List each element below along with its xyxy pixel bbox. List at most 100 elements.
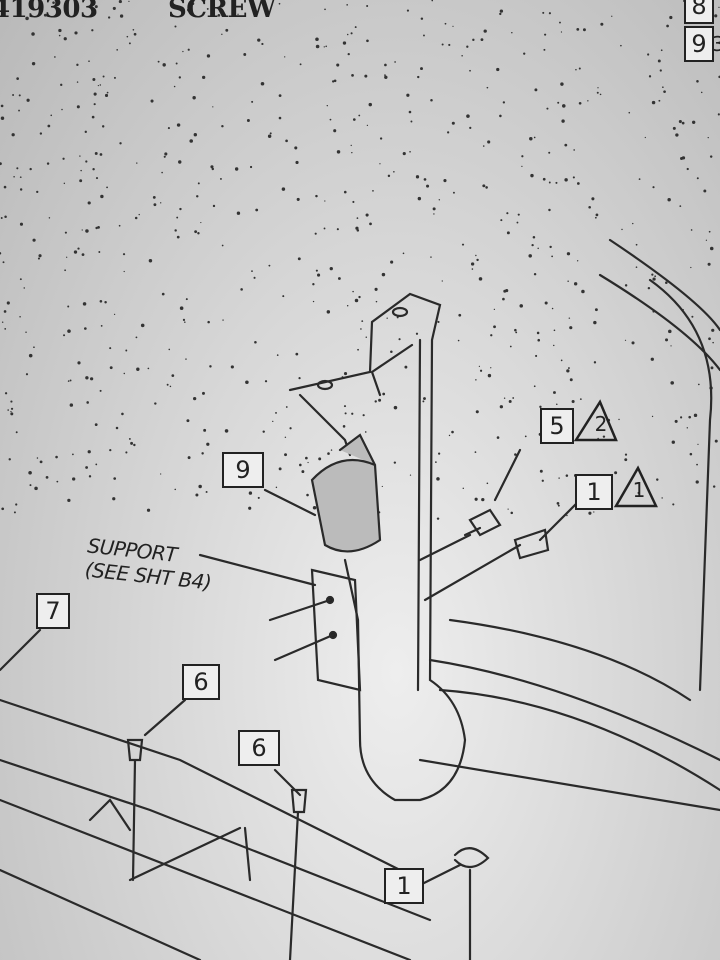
- speckle: [19, 222, 24, 226]
- speckle: [39, 132, 43, 135]
- speckle: [469, 69, 471, 72]
- speckle: [493, 308, 496, 311]
- speckle: [101, 125, 105, 128]
- speckle: [578, 67, 581, 70]
- speckle: [6, 301, 10, 305]
- speckle: [382, 392, 386, 396]
- speckle: [535, 354, 538, 358]
- speckle: [381, 272, 386, 277]
- speckle: [58, 28, 62, 33]
- speckle: [480, 38, 484, 42]
- speckle: [315, 37, 319, 42]
- bracket-hole: [316, 379, 334, 391]
- speckle: [324, 200, 326, 202]
- speckle: [182, 50, 184, 53]
- speckle: [162, 63, 166, 67]
- speckle: [529, 136, 533, 141]
- speckle: [666, 24, 669, 28]
- speckle: [714, 14, 718, 18]
- speckle: [665, 338, 669, 342]
- speckle: [16, 77, 19, 80]
- speckle: [523, 52, 526, 55]
- speckle: [289, 427, 292, 430]
- speckle: [487, 373, 492, 378]
- speckle: [210, 165, 214, 169]
- speckle: [556, 502, 560, 505]
- speckle: [72, 477, 76, 481]
- speckle: [94, 151, 98, 155]
- speckle: [67, 305, 70, 308]
- speckle: [654, 275, 657, 278]
- speckle: [305, 456, 308, 460]
- speckle: [462, 487, 464, 490]
- speckle: [620, 44, 622, 47]
- speckle: [284, 453, 288, 457]
- speckle: [466, 114, 470, 118]
- speckle: [438, 452, 441, 455]
- speckle: [97, 84, 99, 87]
- speckle: [355, 226, 359, 230]
- speckle: [77, 361, 81, 365]
- speckle: [189, 139, 193, 143]
- speckle: [82, 302, 87, 306]
- speckle: [174, 25, 177, 28]
- speckle: [566, 252, 571, 256]
- speckle: [249, 165, 253, 169]
- speckle: [581, 289, 585, 294]
- speckle: [490, 367, 492, 369]
- speckle: [326, 104, 328, 107]
- speckle: [542, 11, 545, 14]
- speckle: [106, 186, 108, 189]
- speckle: [10, 411, 12, 413]
- speckle: [248, 491, 253, 495]
- speckle: [680, 156, 684, 160]
- speckle: [119, 142, 122, 145]
- speckle: [378, 398, 382, 402]
- speckle: [686, 167, 689, 171]
- speckle: [282, 295, 285, 298]
- speckle: [390, 350, 393, 353]
- speckle: [169, 385, 172, 388]
- speckle: [478, 365, 480, 367]
- speckle: [91, 115, 95, 119]
- speckle: [537, 247, 539, 250]
- speckle: [689, 452, 693, 456]
- speckle: [278, 116, 282, 120]
- speckle: [650, 357, 654, 361]
- speckle: [368, 102, 372, 107]
- speckle: [98, 251, 101, 253]
- speckle: [251, 100, 254, 103]
- speckle: [437, 320, 440, 324]
- speckle: [64, 269, 67, 272]
- speckle: [710, 366, 714, 370]
- speckle: [361, 320, 364, 322]
- speckle: [502, 297, 505, 301]
- speckle: [336, 63, 340, 67]
- speckle: [466, 45, 469, 48]
- speckle: [56, 480, 59, 483]
- speckle: [99, 84, 102, 86]
- speckle: [600, 22, 604, 26]
- speckle: [211, 167, 215, 171]
- speckle: [483, 29, 487, 33]
- speckle: [533, 385, 536, 388]
- speckle: [628, 111, 631, 114]
- speckle: [565, 474, 569, 477]
- speckle: [594, 216, 597, 219]
- speckle: [670, 345, 672, 347]
- speckle: [10, 412, 14, 416]
- speckle: [364, 74, 368, 78]
- speckle: [25, 16, 29, 21]
- speckle: [351, 151, 353, 154]
- speckle: [187, 8, 191, 12]
- speckle: [267, 134, 272, 138]
- speckle: [511, 31, 513, 34]
- speckle: [632, 222, 634, 225]
- speckle: [212, 106, 214, 108]
- speckle: [663, 90, 666, 93]
- speckle: [88, 475, 92, 478]
- speckle: [417, 196, 422, 201]
- speckle: [72, 453, 74, 456]
- speckle: [178, 76, 181, 79]
- speckle: [52, 1, 55, 4]
